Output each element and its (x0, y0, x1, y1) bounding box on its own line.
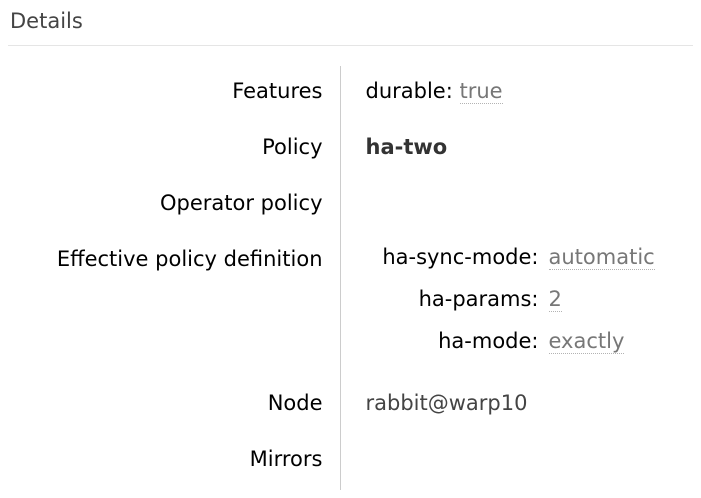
table-row-policy: Policy ha-two (8, 122, 693, 178)
table-row-node: Node rabbit@warp10 (8, 378, 693, 434)
node-value-cell: rabbit@warp10 (340, 378, 693, 434)
table-row-mirrors: Mirrors (8, 434, 693, 490)
mirrors-value-cell (340, 434, 693, 490)
policy-definition-row: ha-mode: exactly (366, 320, 655, 362)
policy-name-value: ha-two (365, 135, 448, 159)
features-label: Features (8, 66, 341, 122)
policy-def-cell: exactly (539, 320, 655, 362)
mirrors-label: Mirrors (8, 434, 341, 490)
policy-definition-row: ha-params: 2 (366, 278, 655, 320)
policy-def-value-ha-mode: exactly (548, 329, 625, 354)
node-label: Node (8, 378, 341, 434)
section-title-details: Details (8, 8, 693, 46)
node-name-value: rabbit@warp10 (365, 391, 528, 415)
policy-def-value-ha-params: 2 (548, 287, 562, 312)
table-row-operator-policy: Operator policy (8, 178, 693, 234)
policy-def-cell: 2 (539, 278, 655, 320)
policy-def-key-ha-sync-mode: ha-sync-mode: (382, 245, 539, 269)
features-value-cell: durable: true (340, 66, 693, 122)
policy-def-key-ha-mode: ha-mode: (438, 329, 539, 353)
policy-definition-table: ha-sync-mode: automatic ha-params: 2 (366, 236, 655, 362)
table-row-features: Features durable: true (8, 66, 693, 122)
policy-def-key-ha-params: ha-params: (418, 287, 539, 311)
operator-policy-label: Operator policy (8, 178, 341, 234)
policy-value-cell: ha-two (340, 122, 693, 178)
feature-durable-key: durable: (365, 79, 453, 103)
policy-definition-row: ha-sync-mode: automatic (366, 236, 655, 278)
queue-details-table: Features durable: true Policy ha-two Ope… (8, 66, 693, 490)
operator-policy-value-cell (340, 178, 693, 234)
effective-policy-definition-label: Effective policy definition (8, 234, 341, 378)
feature-durable-value: true (459, 79, 503, 104)
policy-label: Policy (8, 122, 341, 178)
policy-def-value-ha-sync-mode: automatic (548, 245, 655, 270)
effective-policy-definition-value-cell: ha-sync-mode: automatic ha-params: 2 (340, 234, 693, 378)
table-row-effective-policy-definition: Effective policy definition ha-sync-mode… (8, 234, 693, 378)
policy-def-cell: automatic (539, 236, 655, 278)
